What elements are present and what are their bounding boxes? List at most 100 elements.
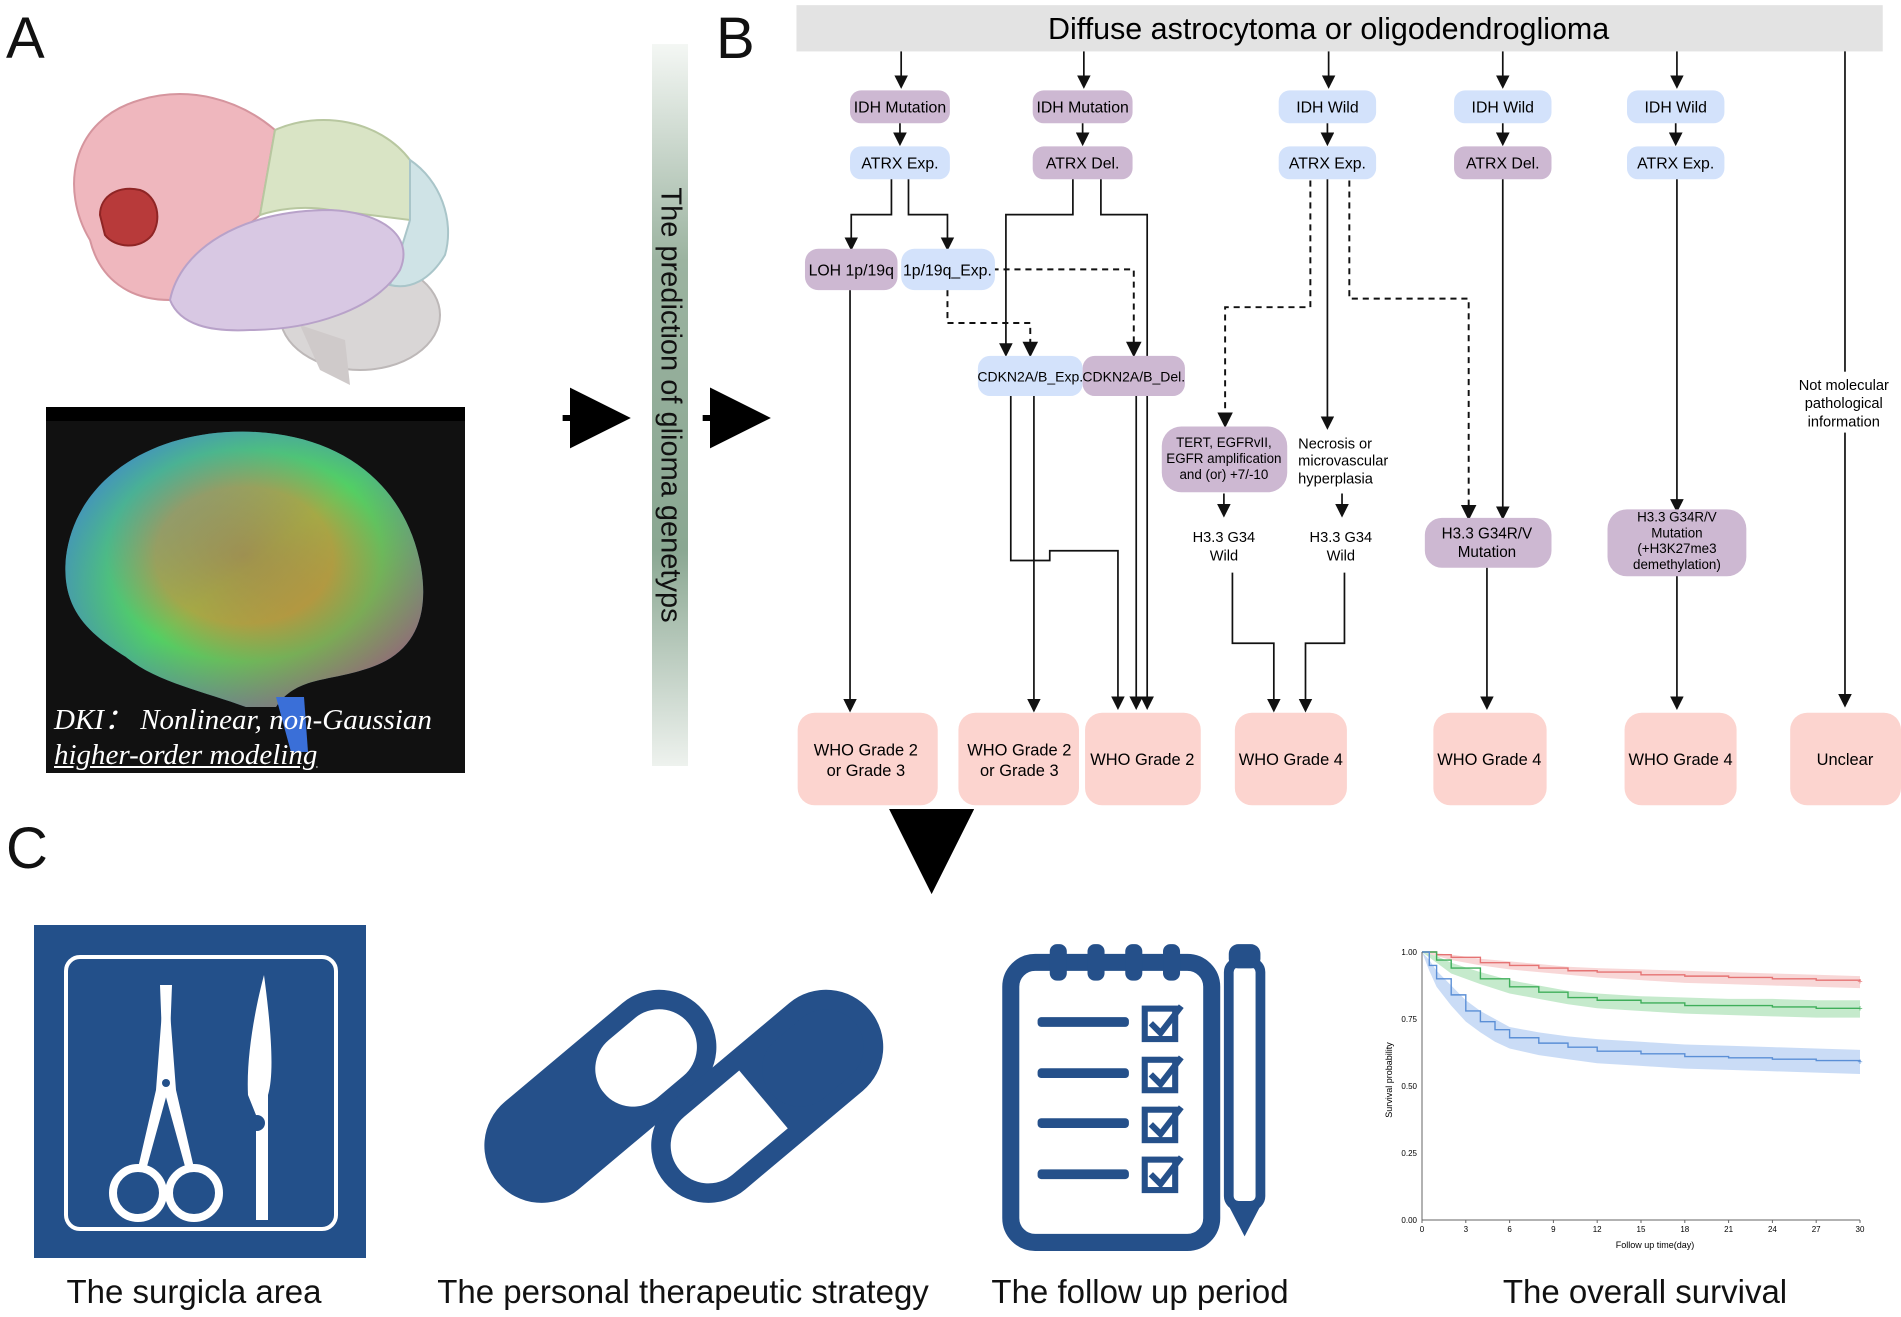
brainstem <box>300 325 350 385</box>
brain-illustration <box>73 93 450 385</box>
image-top-bar <box>46 407 465 421</box>
scissors-scalpel-icon <box>109 975 272 1222</box>
label-atrx-del-1: ATRX Del. <box>1046 155 1120 172</box>
panel-letter-b: B <box>716 6 755 71</box>
node-1p19q-exp <box>901 248 995 291</box>
x-tick-label: 9 <box>1551 1225 1556 1234</box>
panel-letter-a: A <box>6 6 45 71</box>
root-label: Diffuse astrocytoma or oligodendroglioma <box>1048 12 1609 46</box>
label-h33-mut-2-line-2: Mutation <box>1651 525 1702 540</box>
surgery-icon-frame <box>64 955 338 1231</box>
x-tick-label: 0 <box>1420 1225 1425 1234</box>
label-tert-line-2: EGFR amplification <box>1166 451 1281 466</box>
node-atrx-exp-1 <box>850 146 950 180</box>
label-idh-mutation-2: IDH Mutation <box>1036 99 1128 116</box>
outcome-7 <box>1790 712 1901 806</box>
y-tick-label: 0.75 <box>1401 1015 1417 1024</box>
label-idh-wild-3: IDH Wild <box>1644 99 1706 116</box>
survival-curve-1 <box>1422 951 1861 982</box>
label-h33-wild-1-line-1: H3.3 G34 <box>1193 530 1256 546</box>
dki-tractography-image: DKI： Nonlinear, non-Gaussian higher-orde… <box>46 407 465 773</box>
x-tick-label: 30 <box>1856 1225 1865 1234</box>
outcome-5 <box>1433 712 1547 806</box>
label-atrx-exp-1: ATRX Exp. <box>861 155 938 172</box>
panel-letter-c: C <box>6 816 48 881</box>
label-h33-wild-2-line-2: Wild <box>1327 548 1355 564</box>
survival-ci-band-3 <box>1422 952 1860 1074</box>
caption-therapeutic-strategy: The personal therapeutic strategy <box>437 1273 929 1310</box>
label-h33-wild-2-line-1: H3.3 G34 <box>1310 530 1373 546</box>
survival-censor-mark-1: + <box>1857 976 1862 986</box>
label-loh-1p19q: LOH 1p/19q <box>809 262 894 279</box>
label-idh-wild-1: IDH Wild <box>1296 99 1358 116</box>
survival-curve-2 <box>1422 951 1860 1009</box>
pencil-icon <box>1223 944 1266 1237</box>
outcome-2-line-2: or Grade 3 <box>980 762 1059 780</box>
node-atrx-del-2 <box>1454 146 1552 180</box>
label-tert-line-3: and (or) +7/-10 <box>1179 467 1268 482</box>
survival-curve-3 <box>1422 951 1861 1062</box>
node-idh-wild-1 <box>1278 90 1377 124</box>
y-tick-label: 0.50 <box>1401 1082 1417 1091</box>
node-cdkn-exp <box>977 355 1083 397</box>
label-not-molecular-line-1: Not molecular <box>1799 378 1889 394</box>
x-tick-label: 3 <box>1464 1225 1469 1234</box>
x-tick-label: 21 <box>1724 1225 1733 1234</box>
x-tick-label: 15 <box>1637 1225 1646 1234</box>
survival-ci-band-2 <box>1422 952 1860 1018</box>
outcome-2 <box>958 712 1079 806</box>
node-atrx-del-1 <box>1032 146 1133 180</box>
node-loh-1p19q <box>804 248 898 291</box>
caption-follow-up-period: The follow up period <box>991 1273 1289 1310</box>
label-atrx-exp-2: ATRX Exp. <box>1289 155 1366 172</box>
x-tick-label: 24 <box>1768 1225 1777 1234</box>
label-h33-mut-2-line-1: H3.3 G34R/V <box>1637 509 1717 524</box>
label-1p19q-exp: 1p/19q_Exp. <box>903 262 992 279</box>
label-necrosis-line-2: microvascular <box>1298 453 1388 469</box>
fiber-overlay <box>65 431 424 707</box>
outcome-3-line-1: WHO Grade 2 <box>1090 751 1194 769</box>
y-tick-label: 0.00 <box>1401 1216 1417 1225</box>
label-not-molecular-line-3: information <box>1808 415 1880 431</box>
outcome-1 <box>797 712 938 806</box>
spinal-fibers <box>276 697 308 752</box>
frontal-lobe <box>73 93 277 302</box>
label-h33-mut-2-line-3: (+H3K27me3 <box>1637 541 1716 556</box>
chart-y-axis-label: Survival probability <box>1384 1042 1394 1118</box>
tumor-region <box>98 187 159 247</box>
label-atrx-exp-3: ATRX Exp. <box>1637 155 1714 172</box>
row1-arrows <box>893 123 1683 147</box>
outcome-1-line-1: WHO Grade 2 <box>814 741 918 759</box>
node-atrx-exp-3 <box>1626 146 1725 180</box>
dki-caption: DKI： Nonlinear, non-Gaussian higher-orde… <box>54 703 464 773</box>
dki-caption-line-2: higher-order modeling <box>54 739 318 771</box>
outcome-4 <box>1234 712 1347 806</box>
node-cdkn-del <box>1082 355 1185 397</box>
label-necrosis-line-3: hyperplasia <box>1298 472 1374 488</box>
label-h33-mut-1-line-1: H3.3 G34R/V <box>1442 526 1533 543</box>
dashed-connectors <box>946 180 1477 521</box>
outcome-3 <box>1085 712 1201 806</box>
label-h33-mut-1-line-2: Mutation <box>1458 544 1516 561</box>
node-idh-wild-3 <box>1626 90 1725 124</box>
y-tick-label: 1.00 <box>1401 948 1417 957</box>
label-necrosis-line-1: Necrosis or <box>1298 436 1372 452</box>
dki-caption-line-1: DKI： Nonlinear, non-Gaussian <box>54 704 432 736</box>
tractography-fibers <box>65 431 424 752</box>
label-idh-wild-2: IDH Wild <box>1472 99 1534 116</box>
label-h33-mut-2-line-4: demethylation) <box>1633 557 1721 572</box>
outcome-6-line-1: WHO Grade 4 <box>1629 751 1733 769</box>
checklist-icon <box>1002 944 1266 1251</box>
pills-icon <box>484 989 884 1203</box>
outcome-7-line-1: Unclear <box>1817 751 1874 769</box>
label-cdkn-exp: CDKN2A/B_Exp. <box>977 368 1083 384</box>
label-atrx-del-2: ATRX Del. <box>1466 155 1540 172</box>
y-tick-label: 0.25 <box>1401 1149 1417 1158</box>
x-tick-label: 6 <box>1507 1225 1512 1234</box>
x-tick-label: 12 <box>1593 1225 1602 1234</box>
node-h33-mutation-2 <box>1607 509 1747 577</box>
outcome-2-line-1: WHO Grade 2 <box>967 741 1071 759</box>
not-molecular-bg <box>1790 371 1900 433</box>
